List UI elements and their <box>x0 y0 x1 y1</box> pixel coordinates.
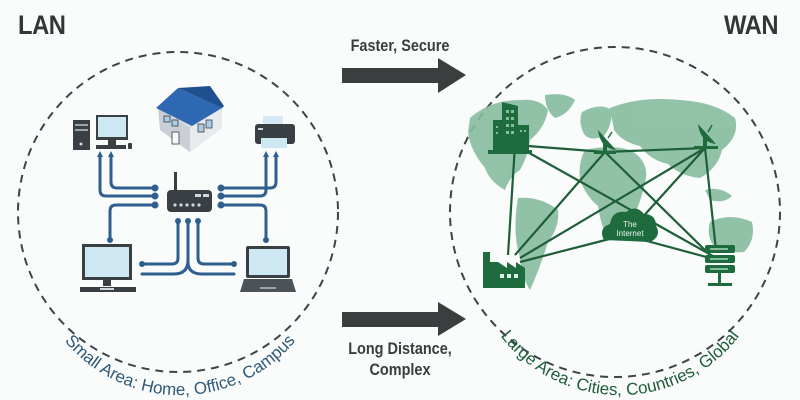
printer-icon <box>255 116 295 148</box>
factory-icon <box>483 252 525 288</box>
desktop-computer-icon <box>73 115 132 150</box>
lan-boundary-circle <box>17 51 339 373</box>
satellite-dish-icon <box>694 124 718 149</box>
cloud-label-line2: Internet <box>616 229 644 238</box>
arrow-bottom-icon <box>342 302 466 336</box>
laptop-icon <box>240 246 296 292</box>
long-distance-line1: Long Distance, <box>348 339 452 358</box>
satellite-dish-icon <box>594 130 616 154</box>
lan-cables <box>98 155 278 276</box>
long-distance-label: Long Distance, Complex <box>332 338 468 380</box>
office-building-icon <box>488 102 532 154</box>
cable-endpoints <box>97 151 279 267</box>
lan-title: LAN <box>18 10 66 40</box>
router-icon <box>167 172 212 212</box>
lan-caption: Small Area: Home, Office, Campus <box>61 331 298 399</box>
server-icon <box>705 245 735 286</box>
faster-secure-label: Faster, Secure <box>350 36 450 55</box>
arrow-top-icon <box>342 58 466 93</box>
wan-links <box>506 143 721 264</box>
house-icon <box>156 86 224 152</box>
wan-title: WAN <box>724 10 779 40</box>
internet-cloud-icon: The Internet <box>602 208 658 242</box>
cloud-label-line1: The <box>623 220 637 229</box>
wan-caption: Large Area: Cities, Countries, Global <box>497 326 742 399</box>
monitor-icon <box>80 244 136 292</box>
long-distance-line2: Complex <box>369 360 431 379</box>
wan-boundary-circle <box>449 46 781 378</box>
